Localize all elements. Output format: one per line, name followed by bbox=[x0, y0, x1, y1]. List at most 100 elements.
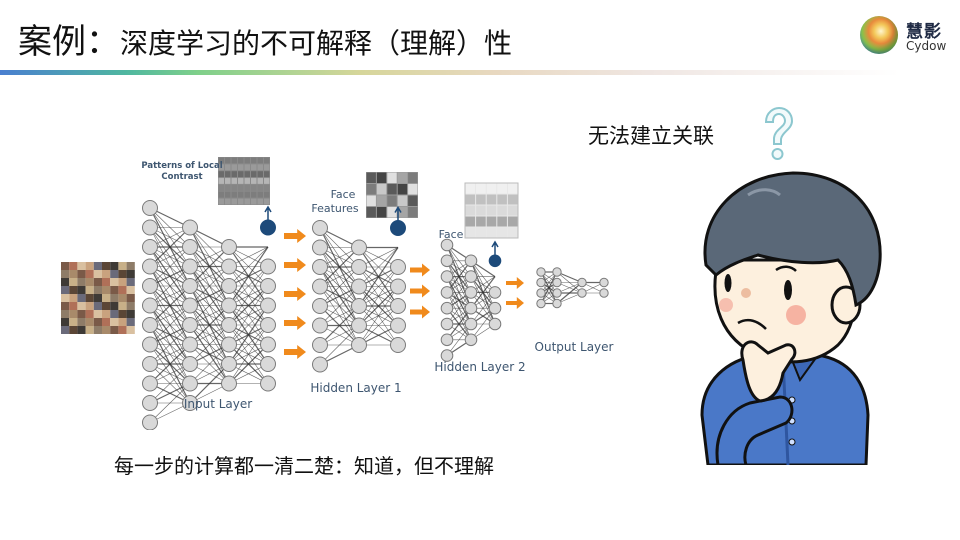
thumbnail-tile bbox=[251, 157, 257, 164]
local-contrast-thumbnail bbox=[218, 157, 270, 205]
logo-english-name: Cydow bbox=[906, 39, 947, 53]
mosaic-tile bbox=[126, 278, 135, 286]
network-node bbox=[552, 288, 562, 298]
network-edge bbox=[189, 363, 230, 404]
mosaic-tile bbox=[110, 270, 119, 278]
network-node bbox=[464, 270, 478, 283]
thumbnail-tile bbox=[251, 191, 257, 198]
mosaic-tile bbox=[85, 270, 94, 278]
network-node bbox=[488, 317, 502, 331]
mosaic-tile bbox=[126, 318, 135, 326]
network-node bbox=[312, 278, 328, 295]
mosaic-tile bbox=[93, 294, 102, 302]
thumbnail-tile bbox=[408, 172, 418, 183]
mosaic-tile bbox=[93, 310, 102, 318]
network-node bbox=[142, 200, 158, 216]
network-node bbox=[312, 317, 328, 334]
mosaic-tile bbox=[118, 326, 127, 334]
network-node bbox=[440, 254, 454, 268]
mosaic-tile bbox=[126, 294, 135, 302]
network-edge bbox=[358, 266, 399, 307]
label-face: Face bbox=[439, 228, 464, 241]
thumbnail-tile bbox=[497, 183, 507, 194]
thumbnail-tile bbox=[251, 164, 257, 171]
network-node bbox=[182, 219, 198, 236]
mosaic-tile bbox=[77, 302, 86, 310]
bottom-caption: 每一步的计算都一清二楚：知道，但不理解 bbox=[114, 454, 494, 478]
thumbnail-tile bbox=[507, 183, 518, 194]
mosaic-tile bbox=[118, 262, 127, 270]
thumbnail-tile bbox=[257, 171, 263, 178]
thumbnail-tile bbox=[225, 164, 231, 171]
network-node bbox=[312, 259, 328, 275]
thumbnail-tile bbox=[225, 184, 231, 191]
mosaic-tile bbox=[110, 326, 119, 334]
thumbnail-tile bbox=[465, 194, 476, 205]
thumbnail-tile bbox=[476, 194, 486, 205]
mosaic-tile bbox=[85, 318, 94, 326]
mosaic-tile bbox=[77, 294, 86, 302]
mosaic-tile bbox=[126, 286, 135, 294]
mosaic-tile bbox=[110, 286, 119, 294]
network-node bbox=[221, 336, 237, 353]
network-edge bbox=[189, 285, 230, 326]
mosaic-tile bbox=[102, 286, 111, 294]
network-edge bbox=[556, 282, 583, 304]
network-node bbox=[221, 297, 237, 314]
orange-arrow-icon bbox=[506, 277, 524, 289]
thumbnail-tile bbox=[218, 157, 224, 164]
network-node bbox=[312, 220, 328, 236]
orange-arrow-icon bbox=[506, 297, 524, 309]
thumbnail-tile bbox=[218, 178, 224, 184]
network-edge bbox=[149, 363, 191, 404]
input-face-mosaic bbox=[61, 262, 135, 334]
label-output-layer: Output Layer bbox=[535, 340, 614, 354]
network-node bbox=[312, 298, 328, 314]
mosaic-tile bbox=[61, 278, 70, 286]
thumbnail-tile bbox=[225, 178, 231, 184]
thumbnail-tile bbox=[476, 227, 486, 238]
thumbnail-tile bbox=[231, 171, 237, 178]
label-patterns-line2: Contrast bbox=[161, 172, 202, 182]
mosaic-tile bbox=[69, 286, 78, 294]
mosaic-tile bbox=[102, 318, 111, 326]
network-node bbox=[536, 267, 546, 277]
mosaic-tile bbox=[102, 294, 111, 302]
thumbnail-tile bbox=[387, 184, 397, 195]
network-edge bbox=[189, 246, 230, 287]
network-edge bbox=[358, 286, 399, 326]
thumbnail-tile bbox=[366, 184, 376, 195]
network-node bbox=[351, 278, 367, 295]
thumbnail-tile bbox=[497, 216, 507, 227]
mosaic-tile bbox=[85, 262, 94, 270]
network-edge bbox=[470, 292, 496, 325]
thumbnail-tile bbox=[238, 164, 244, 171]
network-node bbox=[182, 278, 198, 294]
mosaic-tile bbox=[61, 294, 70, 302]
thumbnail-tile bbox=[507, 216, 518, 227]
network-node bbox=[221, 356, 237, 372]
thumbnail-tile bbox=[366, 195, 376, 206]
mosaic-tile bbox=[110, 278, 119, 286]
network-edge bbox=[446, 292, 472, 325]
mosaic-tile bbox=[93, 318, 102, 326]
thumbnail-tile bbox=[408, 195, 418, 206]
network-node bbox=[351, 239, 367, 256]
activated-feature-node bbox=[488, 254, 502, 268]
label-hidden-layer-1: Hidden Layer 1 bbox=[310, 381, 401, 395]
network-node bbox=[260, 278, 276, 294]
network-edge bbox=[149, 285, 191, 326]
label-face-features-line1: Face bbox=[331, 188, 356, 201]
network-node bbox=[599, 288, 609, 298]
network-node bbox=[577, 288, 587, 298]
thumbnail-tile bbox=[231, 164, 237, 171]
mosaic-tile bbox=[118, 294, 127, 302]
mosaic-tile bbox=[93, 270, 102, 278]
network-node bbox=[488, 286, 502, 299]
network-node bbox=[312, 337, 328, 353]
thumbnail-tile bbox=[397, 184, 408, 195]
thumbnail-tile bbox=[257, 198, 263, 205]
thumbnail-tile bbox=[264, 157, 270, 164]
network-edge bbox=[446, 260, 472, 293]
thumbnail-tile bbox=[376, 172, 387, 183]
